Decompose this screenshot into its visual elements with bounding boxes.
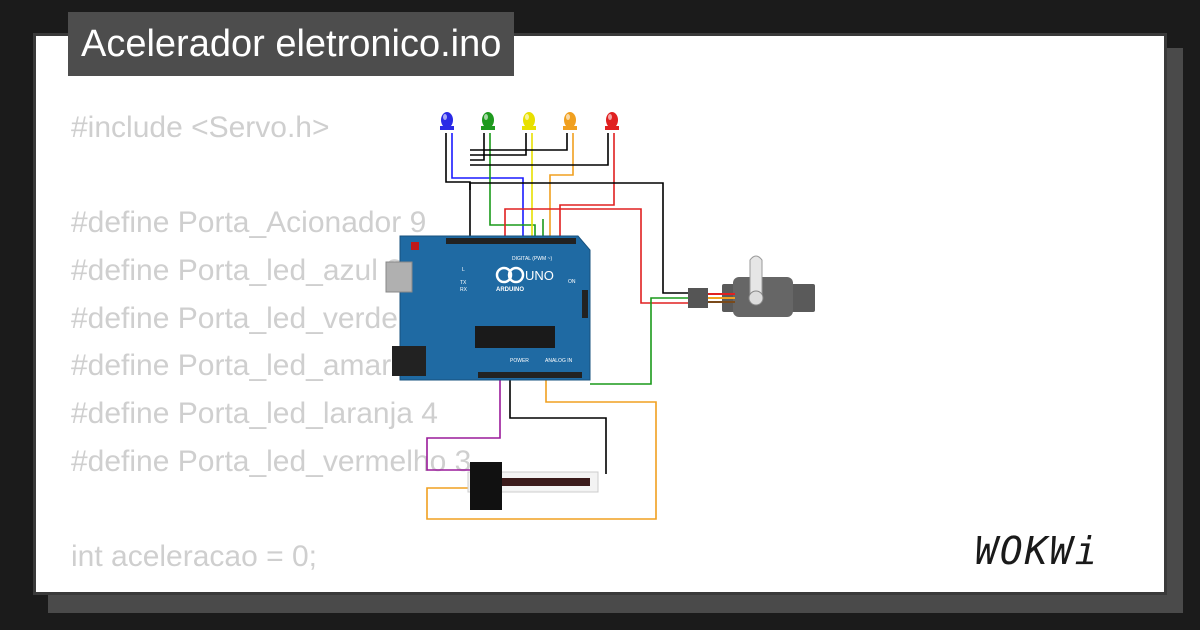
l-label: L <box>462 267 465 273</box>
wire-pot-vcc <box>426 378 501 471</box>
power-analog-header <box>478 372 582 378</box>
code-background: #include <Servo.h> #define Porta_Acionado… <box>71 104 472 592</box>
wire-led-orange-signal <box>549 133 574 240</box>
rx-label: RX <box>460 287 468 293</box>
led-green <box>481 112 495 130</box>
servo-horn <box>749 255 763 301</box>
digital-label: DIGITAL (PWM ~) <box>512 256 552 262</box>
preview-card: #include <Servo.h> #define Porta_Acionado… <box>33 33 1167 595</box>
wire-led-red-signal <box>559 133 615 240</box>
leds <box>440 112 619 130</box>
analog-label: ANALOG IN <box>545 358 573 364</box>
chip <box>475 326 555 348</box>
icsp-header <box>582 290 588 318</box>
code-line: #define Porta_led_amarelo 5 <box>71 349 457 383</box>
led-blue <box>440 112 454 130</box>
led-red <box>605 112 619 130</box>
wire-led-orange-gnd <box>470 133 568 151</box>
board-brand: ARDUINO <box>496 287 524 293</box>
code-line: #define Porta_led_azul 8 <box>71 254 403 288</box>
wire-servo-vcc <box>504 208 690 304</box>
led-orange <box>563 112 577 130</box>
code-line: int aceleracao = 0; <box>71 540 317 574</box>
usb-port <box>385 261 413 293</box>
arduino-board: UNO ARDUINO DIGITAL (PWM ~) ANALOG IN PO… <box>385 235 591 381</box>
code-line: #define Porta_led_vermelho 3 <box>71 444 472 478</box>
servo-connector <box>688 288 708 308</box>
code-line: #define Porta_led_laranja 4 <box>71 397 438 431</box>
slide-potentiometer <box>467 462 599 510</box>
wire-pot-gnd <box>509 378 607 474</box>
pot-knob <box>470 462 502 510</box>
code-line: #define Porta_Acionador 9 <box>71 206 427 240</box>
wire-led-blue-gnd <box>445 133 471 238</box>
wire-led-yellow-gnd <box>470 133 527 156</box>
digital-header <box>446 238 576 244</box>
code-line: #include <Servo.h> <box>71 111 330 144</box>
board-model: UNO <box>525 268 554 283</box>
wire-led-green-gnd <box>470 133 485 161</box>
code-line: int valor_pedal = 0; <box>71 581 471 592</box>
servo-motor <box>688 255 815 317</box>
logo-text: WOKWi <box>975 529 1100 573</box>
wire-led-green-signal <box>489 133 536 240</box>
wire-servo-gnd <box>469 182 690 294</box>
on-label: ON <box>568 279 576 285</box>
wire-led-red-gnd <box>470 133 609 166</box>
wire-pot-signal <box>426 378 657 520</box>
reset-button <box>411 242 419 250</box>
led-yellow <box>522 112 536 130</box>
tx-label: TX <box>460 280 467 286</box>
power-label: POWER <box>510 358 529 364</box>
project-title: Acelerador eletronico.ino <box>68 12 515 76</box>
code-line: #define Porta_led_verde 7 <box>71 301 423 335</box>
wire-servo-green <box>590 297 690 385</box>
power-jack <box>392 346 426 376</box>
wire-led-blue-signal <box>451 133 524 240</box>
wokwi-logo: WOKWi <box>975 527 1099 575</box>
